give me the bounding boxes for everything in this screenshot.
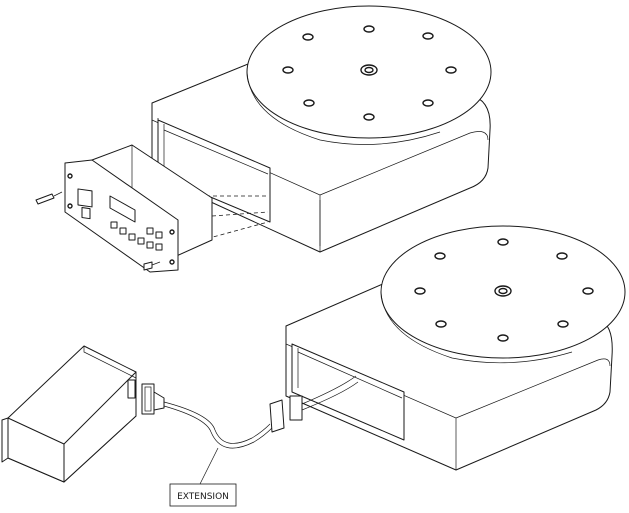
lower-rotary-stage [285,225,626,471]
lower-stage-front-opening [291,343,405,441]
screw-left [35,193,55,205]
cable-connector-left [141,383,155,415]
lower-turntable-holes [414,238,594,342]
callout-leader [199,447,219,485]
controller-module [64,144,213,273]
mounting-screws [35,191,161,271]
control-buttons [110,221,163,251]
upper-rotary-stage [151,5,492,253]
callout-box [169,483,237,507]
extension-callout: EXTENSION [169,483,237,507]
display-window [109,195,136,223]
upper-stage-front-opening [157,119,271,223]
cable-connector-right [289,395,303,421]
upper-turntable-holes [282,25,457,121]
box-connector-port [127,379,136,399]
callout-label: EXTENSION [177,492,229,502]
controller-box [1,345,137,483]
extension-cable [141,375,359,449]
screw-right [143,261,153,271]
power-switch [77,188,93,208]
cable-connector-middle [269,399,285,433]
